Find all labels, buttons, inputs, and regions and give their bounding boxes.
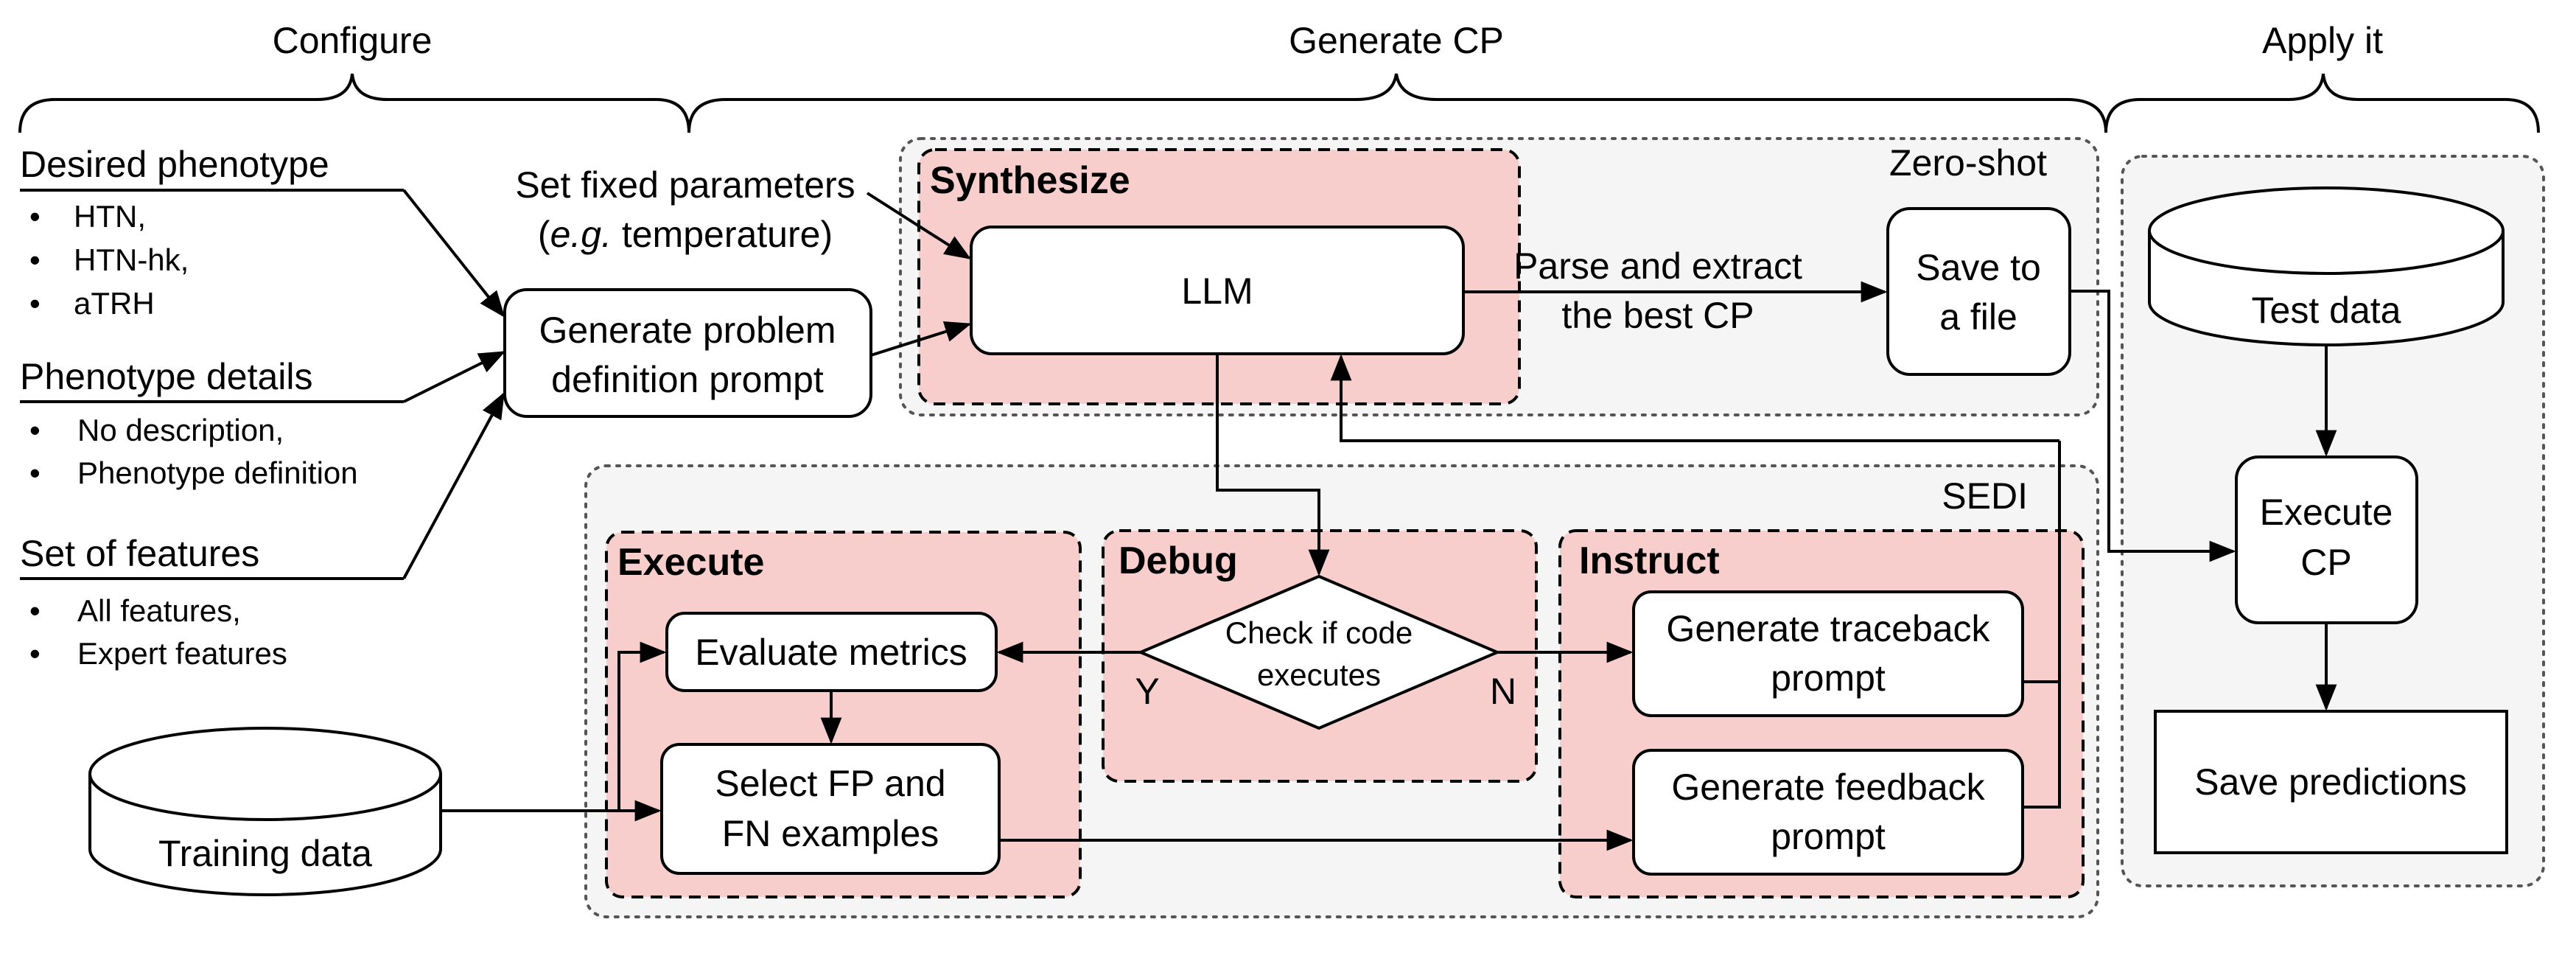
execute-label: Execute bbox=[617, 541, 764, 584]
no-label: N bbox=[1490, 671, 1516, 712]
sedi-label: SEDI bbox=[1942, 475, 2028, 517]
phenotype-item: HTN-hk, bbox=[74, 242, 189, 277]
check-code-line2: executes bbox=[1257, 657, 1381, 692]
select-examples-box bbox=[660, 743, 1001, 875]
feedback-prompt-box bbox=[1632, 749, 2024, 876]
phase-configure: Configure bbox=[273, 20, 433, 61]
problem-definition-line2: definition prompt bbox=[551, 359, 824, 400]
select-examples-line2: FN examples bbox=[722, 813, 939, 854]
feedback-loop-feedback bbox=[2023, 441, 2061, 809]
training-data-cylinder bbox=[88, 727, 442, 896]
test-data-label: Test data bbox=[2252, 290, 2401, 331]
execute-cp-line2: CP bbox=[2300, 542, 2351, 583]
traceback-prompt-box bbox=[1632, 590, 2024, 717]
connectors bbox=[402, 189, 2337, 851]
feedback-prompt-line1: Generate feedback bbox=[1671, 767, 1985, 808]
select-examples-line1: Select FP and bbox=[715, 763, 945, 804]
check-code-diamond bbox=[1136, 574, 1502, 730]
details-item: Phenotype definition bbox=[77, 455, 358, 490]
phenotype-item: HTN, bbox=[74, 199, 146, 234]
arrow-details-to-prompt bbox=[403, 351, 506, 403]
arrow-save-to-execute-cp bbox=[2070, 290, 2236, 562]
svg-text:•: • bbox=[29, 199, 41, 234]
phenotype-details-input: Phenotype details • No description, • Ph… bbox=[20, 356, 404, 490]
yes-label: Y bbox=[1135, 671, 1159, 712]
svg-text:•: • bbox=[29, 413, 41, 447]
problem-definition-line1: Generate problem bbox=[539, 310, 836, 351]
set-of-features-input: Set of features • All features, • Expert… bbox=[20, 533, 404, 671]
arrow-prompt-to-llm bbox=[870, 321, 972, 357]
fixed-parameters-line2: (e.g. temperature) bbox=[538, 214, 833, 255]
arrow-fixed-params-to-llm bbox=[866, 192, 972, 259]
svg-text:•: • bbox=[29, 286, 41, 321]
instruct-label: Instruct bbox=[1579, 540, 1720, 582]
features-item: Expert features bbox=[77, 636, 287, 671]
fixed-parameters-line1: Set fixed parameters bbox=[515, 164, 855, 206]
svg-text:•: • bbox=[29, 593, 41, 628]
arrow-features-to-prompt bbox=[402, 391, 505, 579]
traceback-prompt-line1: Generate traceback bbox=[1666, 608, 1990, 649]
execute-cp-line1: Execute bbox=[2260, 492, 2393, 533]
brace-apply bbox=[2104, 73, 2540, 133]
test-data-cylinder bbox=[2148, 186, 2505, 346]
zero-shot-label: Zero-shot bbox=[1889, 142, 2047, 184]
desired-phenotype-title: Desired phenotype bbox=[20, 144, 329, 185]
features-item: All features, bbox=[77, 593, 241, 628]
check-code-line1: Check if code bbox=[1225, 615, 1413, 650]
svg-text:•: • bbox=[29, 455, 41, 490]
brace-configure bbox=[18, 73, 690, 133]
training-data-label: Training data bbox=[158, 833, 372, 874]
save-to-file-line1: Save to bbox=[1916, 247, 2041, 288]
synthesize-label: Synthesize bbox=[930, 159, 1130, 202]
feedback-prompt-line2: prompt bbox=[1771, 816, 1886, 857]
svg-text:•: • bbox=[29, 636, 41, 671]
phenotype-details-title: Phenotype details bbox=[20, 356, 313, 397]
traceback-prompt-line2: prompt bbox=[1771, 657, 1886, 699]
parse-extract-line1: Parse and extract bbox=[1513, 245, 1802, 287]
arrow-phenotype-to-prompt bbox=[402, 189, 505, 318]
desired-phenotype-input: Desired phenotype • HTN, • HTN-hk, • aTR… bbox=[20, 144, 404, 321]
save-to-file-box bbox=[1886, 207, 2071, 376]
save-to-file-line2: a file bbox=[1939, 296, 2017, 338]
arrow-loop-to-evaluate bbox=[617, 641, 667, 811]
svg-text:•: • bbox=[29, 242, 41, 277]
set-of-features-title: Set of features bbox=[20, 533, 259, 574]
debug-label: Debug bbox=[1119, 540, 1238, 582]
brace-generate bbox=[687, 73, 2107, 133]
phase-generate-cp: Generate CP bbox=[1289, 20, 1504, 61]
arrow-llm-to-check bbox=[1216, 354, 1330, 576]
save-predictions-box bbox=[2154, 710, 2508, 854]
execute-cp-box bbox=[2235, 455, 2418, 624]
phase-apply-it: Apply it bbox=[2262, 20, 2383, 61]
phenotype-item: aTRH bbox=[74, 286, 155, 321]
llm-label: LLM bbox=[1181, 270, 1253, 312]
evaluate-metrics-label: Evaluate metrics bbox=[695, 632, 967, 673]
arrow-feedback-to-llm bbox=[1330, 354, 2059, 442]
parse-extract-line2: the best CP bbox=[1561, 295, 1754, 336]
details-item: No description, bbox=[77, 413, 284, 447]
save-predictions-label: Save predictions bbox=[2194, 761, 2467, 803]
